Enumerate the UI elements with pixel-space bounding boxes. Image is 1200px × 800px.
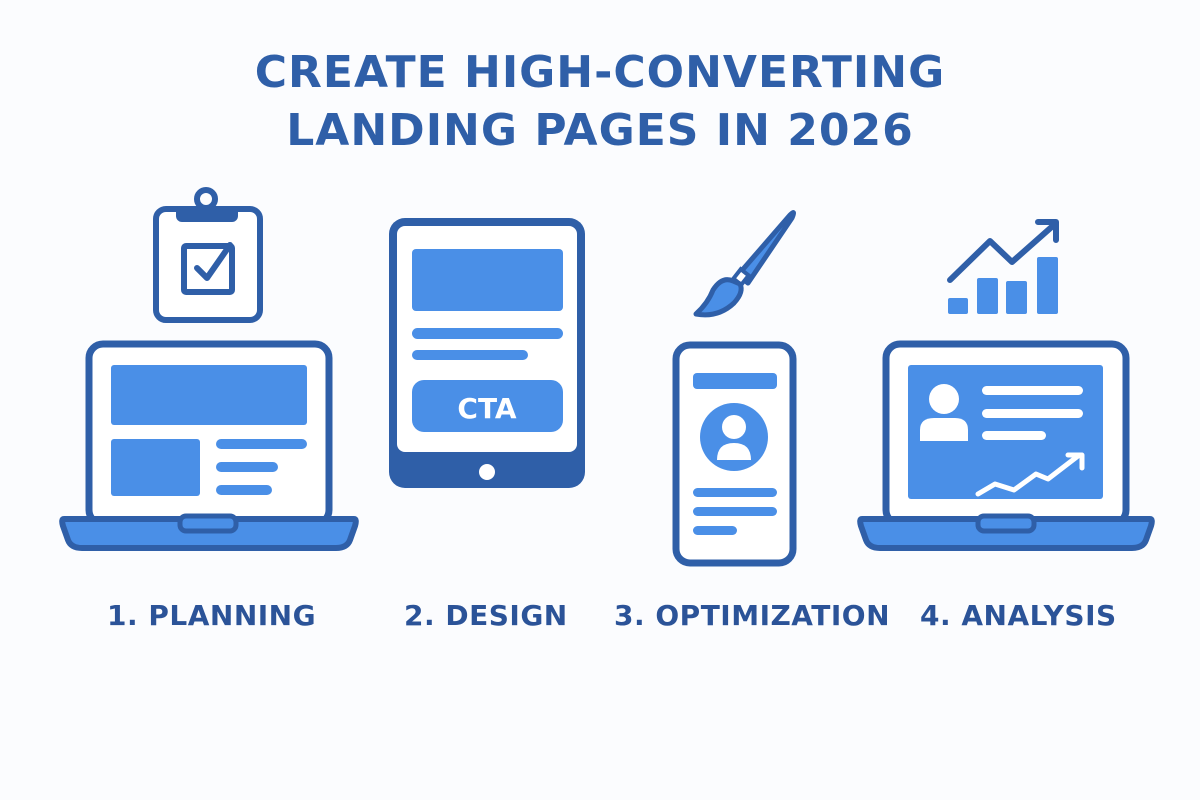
trend-line [975,453,1081,497]
text-line [216,462,278,472]
cta-button [412,380,563,432]
text-line [693,526,737,535]
bar-chart-trend-icon [947,219,1059,314]
text-line [982,386,1083,395]
cta-label: CTA [457,392,516,425]
text-line [216,485,272,495]
banner-block [111,365,307,425]
image-block [111,439,200,496]
banner-block [412,249,563,311]
paintbrush-icon [693,210,797,318]
home-button [477,462,497,482]
laptop-planning [59,340,359,551]
header-bar [693,373,777,389]
text-line [693,507,777,516]
clipboard-check-icon [153,187,263,323]
text-line [412,328,563,339]
step-label-planning: 1. PLANNING [107,599,317,632]
step-label-design: 2. DESIGN [404,599,568,632]
title-line-1: CREATE HIGH-CONVERTING [254,47,946,98]
text-line [693,488,777,497]
text-line [982,431,1046,440]
step-label-analysis: 4. ANALYSIS [920,599,1117,632]
text-line [216,439,307,449]
step-label-optimization: 3. OPTIMIZATION [614,599,891,632]
text-line [982,409,1083,418]
page-title: CREATE HIGH-CONVERTING LANDING PAGES IN … [0,44,1200,160]
phone-optimization [672,341,797,567]
title-line-2: LANDING PAGES IN 2026 [286,105,914,156]
user-icon [929,384,959,414]
laptop-analysis [857,340,1155,551]
text-line [412,350,528,360]
tablet-design [389,218,585,488]
